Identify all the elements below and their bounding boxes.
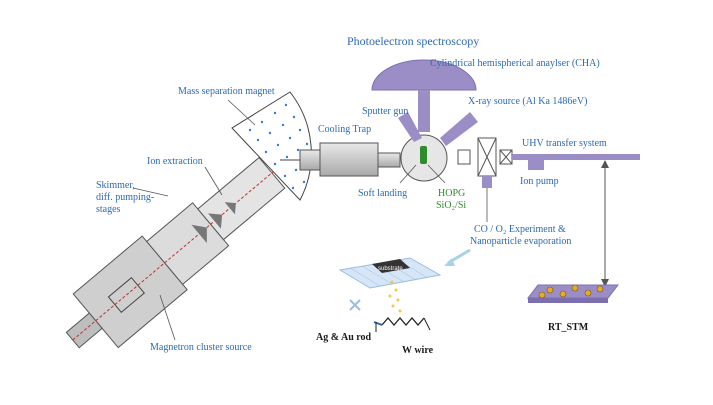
beam-pipe [299, 149, 321, 171]
lower-flange [482, 176, 492, 188]
label-skimmer-1: Skimmer, [96, 180, 135, 191]
label-photoelectron: Photoelectron spectroscopy [347, 34, 479, 48]
sputter-gun [398, 112, 422, 142]
label-cooling-trap: Cooling Trap [318, 124, 371, 135]
label-uhv: UHV transfer system [522, 138, 607, 149]
mass-separation-magnet [231, 91, 312, 201]
xray-source [440, 112, 478, 146]
beam-pipe-2 [377, 152, 401, 168]
label-xray: X-ray source (Al Ka 1486eV) [468, 96, 587, 107]
label-sio2: SiO₂/Si [436, 200, 466, 211]
label-ag-au: Ag & Au rod [316, 332, 372, 343]
label-mass-magnet: Mass separation magnet [178, 86, 275, 97]
hopg-sample [420, 146, 427, 164]
cha-analyser [371, 59, 477, 91]
label-magnetron: Magnetron cluster source [150, 342, 252, 353]
label-ion-pump: Ion pump [520, 176, 559, 187]
magnetron-source [65, 156, 288, 349]
uhv-transfer-rod [512, 154, 640, 160]
label-substrate: substrate [378, 266, 403, 272]
label-co-o2-2: Nanoparticle evaporation [470, 236, 571, 247]
leader-lines [132, 99, 488, 341]
substrate [372, 259, 410, 273]
label-hopg: HOPG [438, 188, 465, 199]
label-skimmer-2: diff. pumping- [96, 192, 154, 203]
ion-pump [528, 160, 544, 170]
evaporated-particles [388, 280, 402, 313]
label-soft-landing: Soft landing [358, 188, 407, 199]
w-wire [381, 317, 425, 326]
label-w-wire: W wire [402, 345, 434, 356]
cooling-trap [319, 142, 379, 177]
label-cha: Cylindrical hemispherical anaylser (CHA) [430, 58, 600, 69]
label-co-o2-1: CO / O₂ Experiment & [474, 224, 566, 235]
label-sputter-gun: Sputter gun [362, 106, 408, 117]
label-skimmer-3: stages [96, 204, 121, 215]
magnet-dots [248, 103, 309, 190]
cha-stem [418, 90, 430, 132]
valve-left [457, 149, 471, 165]
label-ion-extraction: Ion extraction [147, 156, 203, 167]
rt-stm-particles [538, 284, 604, 299]
label-rt-stm: RT_STM [548, 322, 589, 333]
